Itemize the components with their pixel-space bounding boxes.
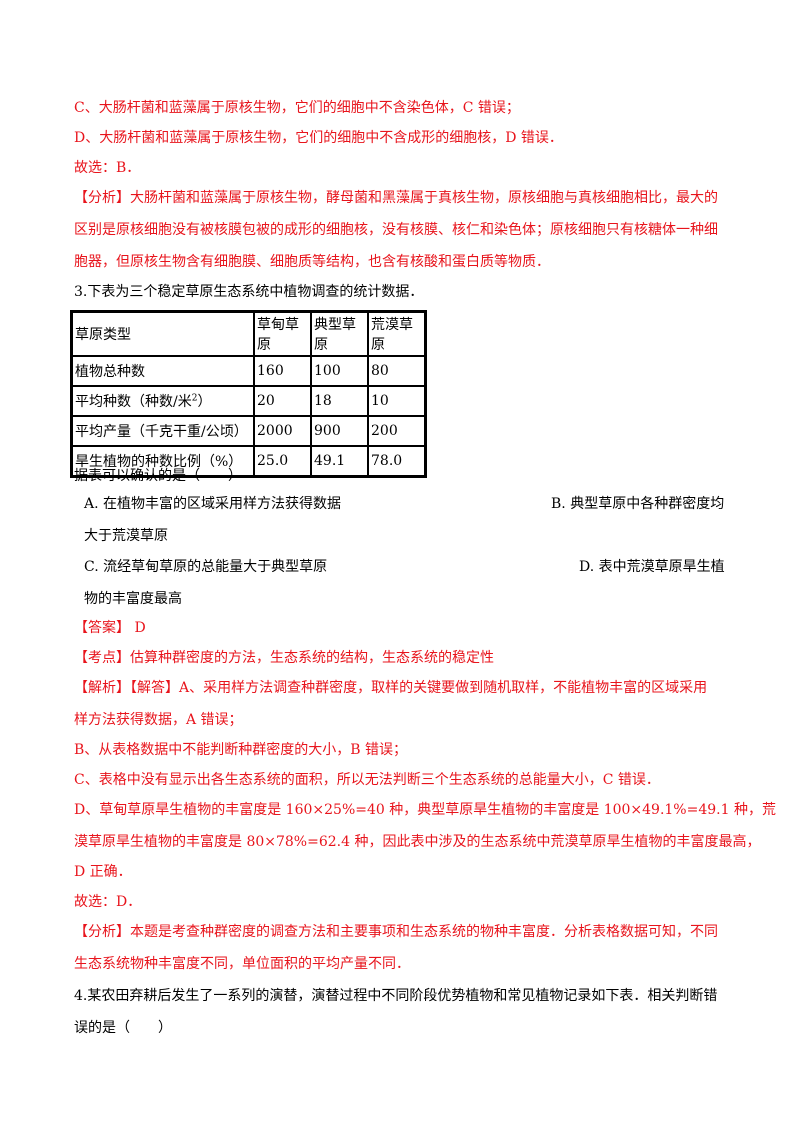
question-4-stem-1: 4.某农田弃耕后发生了一系列的演替，演替过程中不同阶段优势植物和常见植物记录如下…: [74, 988, 718, 1004]
question-3-choice: 故选：D．: [74, 894, 142, 910]
table-cell: 草甸草原: [254, 312, 311, 356]
table-header-row: 草原类型 草甸草原 典型草原 荒漠草原: [72, 312, 425, 356]
option-a: A. 在植物丰富的区域采用样方法获得数据: [84, 496, 342, 512]
question-4-stem-2: 误的是（ ）: [74, 1020, 172, 1036]
jiexi-option-c: C、表格中没有显示出各生态系统的面积，所以无法判断三个生态系统的总能量大小，C …: [74, 772, 660, 788]
table-row: 植物总种数 160 100 80: [72, 356, 425, 386]
table-cell: 78.0: [368, 446, 425, 476]
analysis-line-1: 【分析】大肠杆菌和蓝藻属于原核生物，酵母菌和黑藻属于真核生物，原核细胞与真核细胞…: [74, 190, 718, 206]
option-d-continued: 物的丰富度最高: [84, 591, 182, 607]
table-cell: 18: [311, 386, 368, 416]
table-cell: 900: [311, 416, 368, 446]
table-row: 旱生植物的种数比例（%） 25.0 49.1 78.0: [72, 446, 425, 476]
table-cell: 20: [254, 386, 311, 416]
table-cell: 典型草原: [311, 312, 368, 356]
table-row: 平均种数（种数/米2） 20 18 10: [72, 386, 425, 416]
fenxi-line-2: 生态系统物种丰富度不同，单位面积的平均产量不同．: [74, 956, 410, 972]
jiexi-option-d-3: D 正确．: [74, 864, 132, 880]
grassland-table: 草原类型 草甸草原 典型草原 荒漠草原 植物总种数 160 100 80 平均种…: [70, 310, 427, 478]
table-cell: 2000: [254, 416, 311, 446]
table-cell: 植物总种数: [72, 356, 254, 386]
jiexi-option-b: B、从表格数据中不能判断种群密度的大小，B 错误；: [74, 742, 408, 758]
option-d-explanation: D、大肠杆菌和蓝藻属于原核生物，它们的细胞中不含成形的细胞核，D 错误．: [74, 130, 563, 146]
jiexi-line-2: 样方法获得数据，A 错误；: [74, 712, 243, 728]
table-cell: 荒漠草原: [368, 312, 425, 356]
superscript: 2: [191, 393, 198, 404]
table-cell: 25.0: [254, 446, 311, 476]
table-cell: 10: [368, 386, 425, 416]
cell-text-tail: ）: [197, 394, 212, 410]
table-cell: 49.1: [311, 446, 368, 476]
option-c-explanation: C、大肠杆菌和蓝藻属于原核生物，它们的细胞中不含染色体，C 错误；: [74, 100, 520, 116]
jiexi-option-d-2: 漠草原旱生植物的丰富度是 80×78%=62.4 种，因此表中涉及的生态系统中荒…: [74, 834, 761, 850]
table-cell: 160: [254, 356, 311, 386]
table-cell: 平均种数（种数/米2）: [72, 386, 254, 416]
option-c: C. 流经草甸草原的总能量大于典型草原: [84, 559, 328, 575]
option-b-continued: 大于荒漠草原: [84, 528, 168, 544]
table-cell: 100: [311, 356, 368, 386]
analysis-line-2: 区别是原核细胞没有被核膜包被的成形的细胞核，没有核膜、核仁和染色体；原核细胞只有…: [74, 222, 718, 238]
fenxi-line-1: 【分析】本题是考查种群密度的调查方法和主要事项和生态系统的物种丰富度．分析表格数…: [74, 924, 718, 940]
option-b: B. 典型草原中各种群密度均: [551, 496, 725, 512]
cell-text: 平均种数（种数/米: [75, 394, 192, 410]
kaodian-line: 【考点】估算种群密度的方法，生态系统的结构，生态系统的稳定性: [74, 650, 494, 666]
table-cell: 200: [368, 416, 425, 446]
jiexi-line-1: 【解析】【解答】A、采用样方法调查种群密度，取样的关键要做到随机取样，不能植物丰…: [74, 680, 708, 696]
table-cell: 平均产量（千克干重/公顷）: [72, 416, 254, 446]
table-cell: 草原类型: [72, 312, 254, 356]
jiexi-option-d-1: D、草甸草原旱生植物的丰富度是 160×25%=40 种，典型草原旱生植物的丰富…: [74, 802, 776, 818]
table-row: 平均产量（千克干重/公顷） 2000 900 200: [72, 416, 425, 446]
question-3-stem: 3.下表为三个稳定草原生态系统中植物调查的统计数据．: [74, 284, 424, 300]
table-cell: 旱生植物的种数比例（%）: [72, 446, 254, 476]
table-cell: 80: [368, 356, 425, 386]
answer-line: 【答案】 D: [74, 620, 146, 636]
question-3-prompt: 据表可以确认的是（ ）: [74, 468, 242, 484]
analysis-line-3: 胞器，但原核生物含有细胞膜、细胞质等结构，也含有核酸和蛋白质等物质．: [74, 254, 550, 270]
option-d: D. 表中荒漠草原旱生植: [579, 559, 725, 575]
choice-line: 故选：B．: [74, 160, 141, 176]
